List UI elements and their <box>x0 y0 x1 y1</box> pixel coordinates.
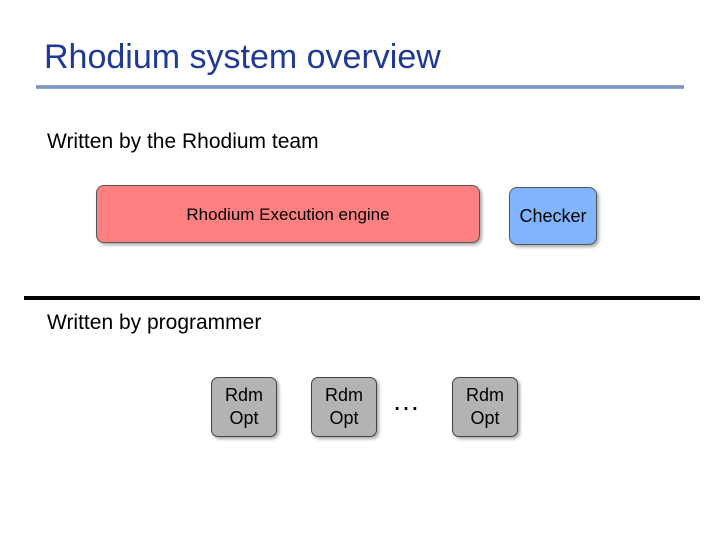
optimization-label-line1: Rdm <box>465 385 504 405</box>
section-label-programmer: Written by programmer <box>47 311 262 334</box>
optimization-label-line1: Rdm <box>224 385 263 405</box>
optimization-label-line2: Opt <box>329 408 359 428</box>
optimization-box: Rdm Opt <box>452 377 518 437</box>
optimization-label-line1: Rdm <box>324 385 363 405</box>
ellipsis: … <box>392 385 422 416</box>
section-label-rhodium-team: Written by the Rhodium team <box>47 130 319 153</box>
optimization-box: Rdm Opt <box>211 377 277 437</box>
title-underline <box>36 85 684 89</box>
optimization-label-line2: Opt <box>229 408 259 428</box>
section-divider <box>24 296 700 300</box>
checker-label: Checker <box>519 205 587 226</box>
slide-title: Rhodium system overview <box>44 38 441 76</box>
optimization-label-line2: Opt <box>470 408 500 428</box>
optimization-box: Rdm Opt <box>311 377 377 437</box>
execution-engine-label: Rhodium Execution engine <box>186 205 390 224</box>
execution-engine-box: Rhodium Execution engine <box>96 185 480 243</box>
checker-box: Checker <box>509 187 597 245</box>
